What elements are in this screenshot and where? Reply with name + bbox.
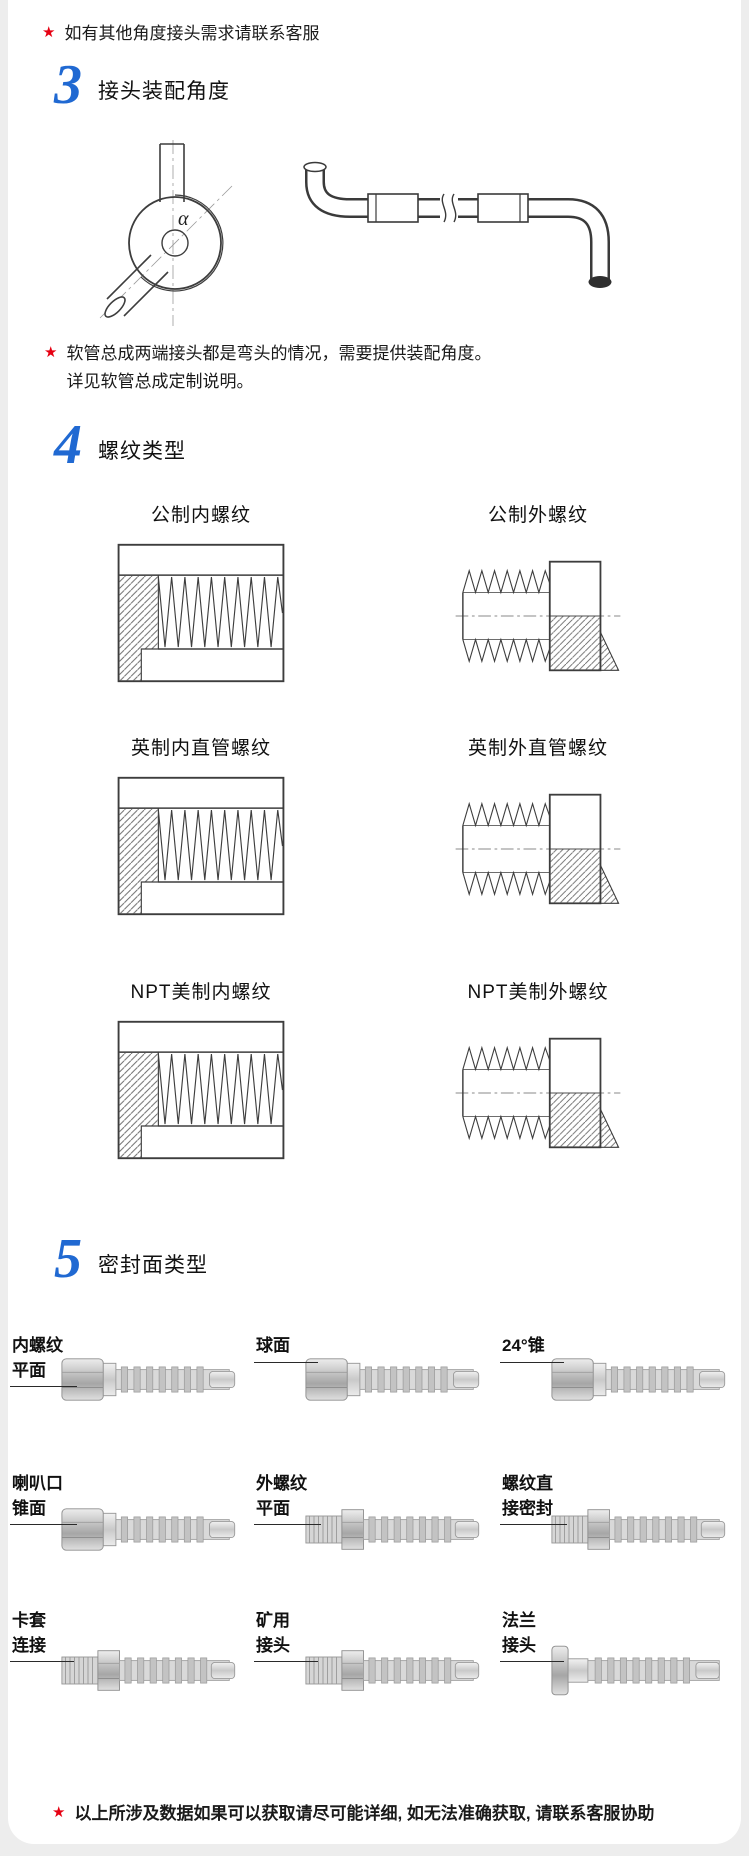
fitting-illustration <box>305 1509 480 1550</box>
external-thread-diagram <box>454 793 622 905</box>
top-note-text: 如有其他角度接头需求请联系客服 <box>64 24 320 43</box>
hose-assembly-diagram <box>303 161 612 288</box>
seal-cell-female-flat: 内螺纹 平面 <box>8 1334 252 1452</box>
section5-header: 5 密封面类型 <box>54 1228 208 1290</box>
alpha-angle-label: α <box>178 208 189 230</box>
seal-cell-male-flat: 外螺纹 平面 <box>252 1472 496 1590</box>
fitting-illustration <box>551 1645 720 1696</box>
fitting-illustration <box>61 1358 236 1401</box>
thread-cell-bsp-internal: 英制内直管螺纹 <box>81 733 321 927</box>
section4-title: 螺纹类型 <box>98 439 186 463</box>
internal-thread-diagram <box>117 543 285 683</box>
star-icon: ★ <box>52 1804 66 1821</box>
fitting-illustration <box>305 1358 480 1401</box>
fitting-illustration <box>61 1650 236 1691</box>
section3-note-line1: 软管总成两端接头都是弯头的情况，需要提供装配角度。 <box>66 344 492 363</box>
thread-type-label: 公制外螺纹 <box>487 505 588 526</box>
thread-type-label: 公制内螺纹 <box>150 505 251 526</box>
internal-thread-diagram <box>117 776 285 916</box>
section5-number: 5 <box>54 1228 82 1290</box>
assembly-angle-diagram <box>99 140 233 326</box>
thread-cell-metric-internal: 公制内螺纹 <box>81 500 321 694</box>
seal-type-label: 矿用 接头 <box>254 1609 318 1663</box>
fitting-illustration <box>551 1358 726 1401</box>
section3-note-lines: 软管总成两端接头都是弯头的情况，需要提供装配角度。 详见软管总成定制说明。 <box>66 340 491 396</box>
seal-type-label: 法兰 接头 <box>500 1609 564 1663</box>
thread-cell-bsp-external: 英制外直管螺纹 <box>418 733 658 927</box>
bottom-note: ★ 以上所涉及数据如果可以获取请尽可能详细, 如无法准确获取, 请联系客服协助 <box>52 1800 722 1828</box>
section4-header: 4 螺纹类型 <box>54 414 186 476</box>
seal-type-label: 外螺纹 平面 <box>254 1472 321 1526</box>
seal-type-label: 球面 <box>254 1334 318 1363</box>
section3-note-line2: 详见软管总成定制说明。 <box>66 372 254 392</box>
seal-cell-flare-cone: 喇叭口 锥面 <box>8 1472 252 1590</box>
fitting-illustration <box>551 1509 726 1550</box>
seal-type-label: 卡套 连接 <box>10 1609 74 1663</box>
top-note: ★ 如有其他角度接头需求请联系客服 <box>42 20 319 48</box>
section3-number: 3 <box>54 54 82 116</box>
seal-cell-flange: 法兰 接头 <box>498 1609 742 1727</box>
seal-cell-spherical: 球面 <box>252 1334 496 1452</box>
thread-type-label: NPT美制内螺纹 <box>130 982 272 1003</box>
seal-type-label: 内螺纹 平面 <box>10 1334 77 1388</box>
seal-cell-mining: 矿用 接头 <box>252 1609 496 1727</box>
thread-cell-metric-external: 公制外螺纹 <box>418 500 658 694</box>
bottom-note-text: 以上所涉及数据如果可以获取请尽可能详细, 如无法准确获取, 请联系客服协助 <box>74 1804 655 1823</box>
seal-type-label: 喇叭口 锥面 <box>10 1472 77 1526</box>
seal-type-label: 24°锥 <box>500 1334 564 1363</box>
section3-header: 3 接头装配角度 <box>54 54 230 116</box>
fitting-illustration <box>61 1508 236 1551</box>
section3-note: ★ 软管总成两端接头都是弯头的情况，需要提供装配角度。 详见软管总成定制说明。 <box>44 340 491 396</box>
seal-cell-ferrule: 卡套 连接 <box>8 1609 252 1727</box>
external-thread-diagram <box>454 560 622 672</box>
fitting-illustration <box>305 1650 480 1691</box>
thread-cell-npt-external: NPT美制外螺纹 <box>418 977 658 1171</box>
star-icon: ★ <box>42 24 56 41</box>
thread-type-label: NPT美制外螺纹 <box>467 982 609 1003</box>
thread-cell-npt-internal: NPT美制内螺纹 <box>81 977 321 1171</box>
section5-title: 密封面类型 <box>98 1253 208 1277</box>
seal-cell-24-cone: 24°锥 <box>498 1334 742 1452</box>
product-detail-card: ★ 如有其他角度接头需求请联系客服 3 接头装配角度 α <box>8 0 741 1844</box>
section3-title: 接头装配角度 <box>98 79 230 103</box>
internal-thread-diagram <box>117 1020 285 1160</box>
star-icon: ★ <box>44 344 58 361</box>
thread-type-label: 英制外直管螺纹 <box>467 738 608 759</box>
thread-type-label: 英制内直管螺纹 <box>130 738 271 759</box>
external-thread-diagram <box>454 1037 622 1149</box>
section4-number: 4 <box>54 414 82 476</box>
seal-type-label: 螺纹直 接密封 <box>500 1472 567 1526</box>
seal-cell-thread-seal: 螺纹直 接密封 <box>498 1472 742 1590</box>
